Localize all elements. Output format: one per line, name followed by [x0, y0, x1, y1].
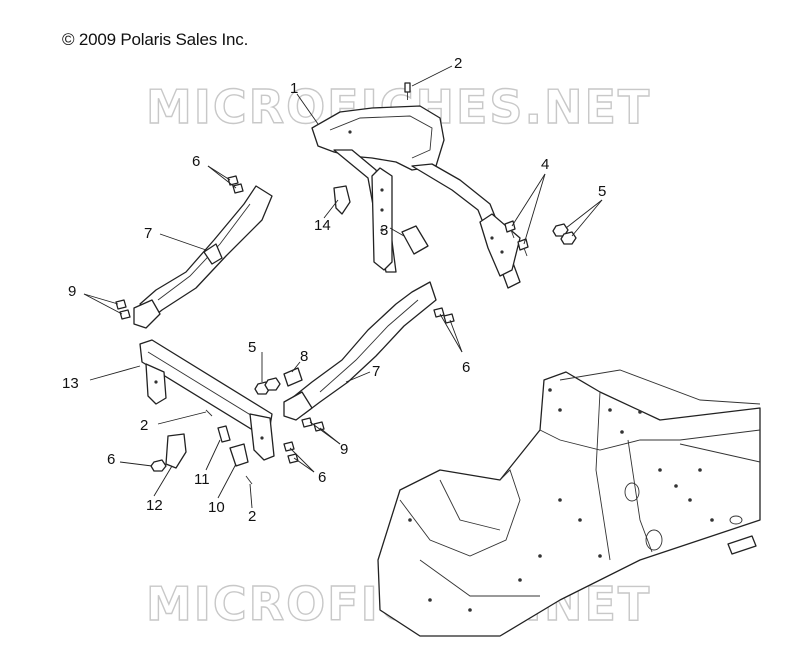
- part-9-bolts-left: [115, 299, 131, 320]
- callout-2-top: 2: [454, 55, 462, 72]
- part-6-nut-left: [150, 459, 167, 472]
- copyright-notice: © 2009 Polaris Sales Inc.: [62, 30, 249, 49]
- part-6-bolts-lower: [283, 441, 299, 464]
- callout-6-right: 6: [462, 359, 470, 376]
- callout-1: 1: [290, 80, 298, 97]
- part-10-plate: [229, 443, 249, 467]
- part-6-bolts-right: [433, 307, 455, 324]
- callout-6-left: 6: [107, 451, 115, 468]
- leader-lines: [83, 65, 603, 509]
- callout-7-left: 7: [144, 225, 152, 242]
- callout-11: 11: [194, 471, 210, 488]
- part-11-clip: [217, 425, 231, 443]
- callout-9-left: 9: [68, 283, 76, 300]
- callout-2-bottom: 2: [248, 508, 256, 525]
- part-13-cross-member: [139, 339, 275, 461]
- part-4-bolts: [504, 220, 529, 257]
- chassis-frame: [377, 369, 761, 637]
- part-14-clip: [333, 185, 351, 215]
- callout-4: 4: [541, 156, 549, 173]
- callout-5-middle: 5: [248, 339, 256, 356]
- part-2-top-fastener: [404, 82, 411, 100]
- part-5-nuts-middle: [254, 377, 281, 395]
- part-7-right-strut: [283, 281, 437, 421]
- callout-3: 3: [380, 222, 388, 239]
- part-3-pad: [401, 225, 429, 255]
- callout-7-right: 7: [372, 363, 380, 380]
- part-2-pin-lower: [245, 475, 253, 485]
- callout-14: 14: [314, 217, 331, 234]
- callout-5-right: 5: [598, 183, 606, 200]
- callout-9-right: 9: [340, 441, 348, 458]
- part-5-nuts: [552, 223, 577, 245]
- callout-8: 8: [300, 348, 308, 365]
- part-6-bolts-upper: [227, 175, 244, 194]
- callout-labels: 1 2 2 2 3 4 5 5 6 6 6 6 7 7 8 9 9 10 11 …: [62, 55, 606, 525]
- part-7-left-strut: [133, 185, 273, 329]
- part-2-pin-upper: [205, 409, 213, 417]
- callout-6-lower: 6: [318, 469, 326, 486]
- callout-6-upper: 6: [192, 153, 200, 170]
- callout-2-mid: 2: [140, 417, 148, 434]
- callout-12: 12: [146, 497, 163, 514]
- part-12-bracket: [165, 433, 187, 469]
- callout-13: 13: [62, 375, 79, 392]
- callout-10: 10: [208, 499, 225, 516]
